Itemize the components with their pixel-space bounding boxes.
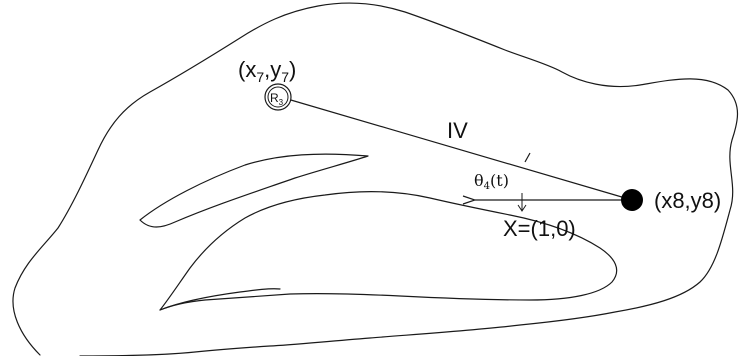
fold-outline	[139, 153, 369, 228]
segment-tick	[524, 152, 531, 163]
hand-outline	[12, 2, 739, 356]
reference-vector-label: X=(1,0)	[503, 216, 576, 241]
point-r3-label: (x7,y7)	[238, 57, 296, 85]
point-8-label: (x8,y8)	[654, 188, 721, 213]
r3-marker-inner	[267, 86, 289, 108]
finger-outline	[159, 190, 618, 311]
finger-tip-outline	[159, 288, 281, 311]
angle-label: θ4(t)	[474, 171, 509, 192]
segment-iv-line	[283, 97, 633, 201]
angle-arrow-head	[517, 204, 527, 212]
point-8-marker	[621, 189, 643, 211]
r3-marker-label: R3	[270, 91, 284, 107]
segment-iv-label: IV	[447, 118, 468, 143]
